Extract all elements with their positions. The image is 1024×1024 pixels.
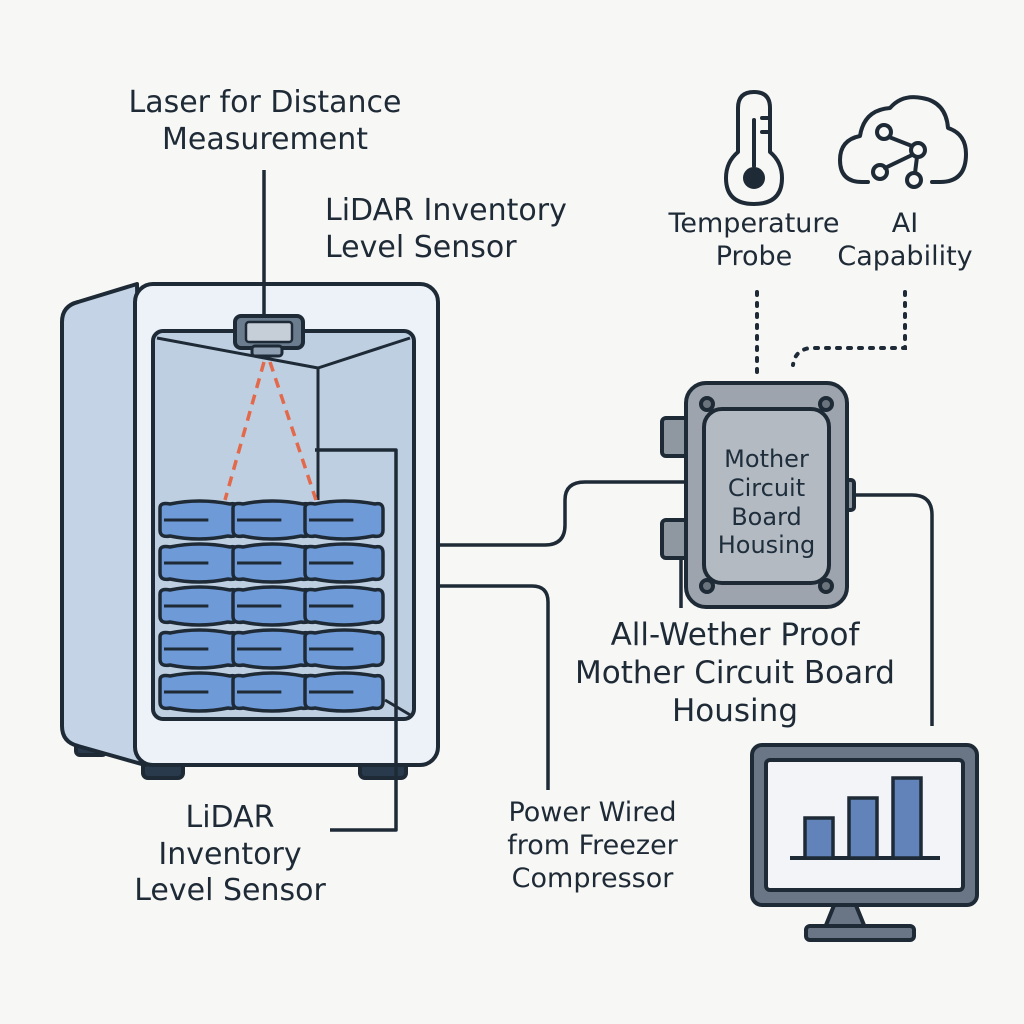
lidar-bottom-label: LiDAR Inventory Level Sensor <box>134 800 326 909</box>
power-label: Power Wired from Freezer Compressor <box>507 797 678 894</box>
power-cable <box>440 584 550 790</box>
all-weather-housing-label: All-Wether Proof Mother Circuit Board Ho… <box>575 617 895 729</box>
lidar-sensor-icon <box>233 314 305 358</box>
housing-lid <box>702 407 831 585</box>
monitor-chart-bar <box>803 816 835 860</box>
freezer-side-panel <box>60 282 147 767</box>
lidar-bottom-leader <box>315 448 398 832</box>
housing-to-monitor-cable <box>848 493 934 726</box>
ai-dotted-leader <box>791 290 907 367</box>
freezer-to-housing-cable <box>440 480 688 547</box>
temperature-probe-label: Temperature Probe <box>668 208 840 272</box>
thermometer-icon <box>724 90 784 206</box>
laser-label: Laser for Distance Measurement <box>128 85 402 157</box>
lidar-top-label: LiDAR Inventory Level Sensor <box>325 193 567 265</box>
monitor-chart-bar <box>891 776 923 860</box>
housing-box-label: Mother Circuit Board Housing <box>717 445 816 560</box>
monitor-base <box>804 924 916 942</box>
freezer-interior-floor <box>384 698 413 718</box>
circuit-housing-icon <box>660 381 856 609</box>
package-stack <box>158 499 385 713</box>
ai-capability-label: AI Capability <box>837 208 973 272</box>
laser-beams <box>223 361 318 501</box>
dotted-leaders <box>755 290 907 374</box>
monitor-chart-bar <box>847 796 879 860</box>
ai-cloud-icon <box>838 95 968 189</box>
monitor-bar-chart <box>790 776 940 860</box>
